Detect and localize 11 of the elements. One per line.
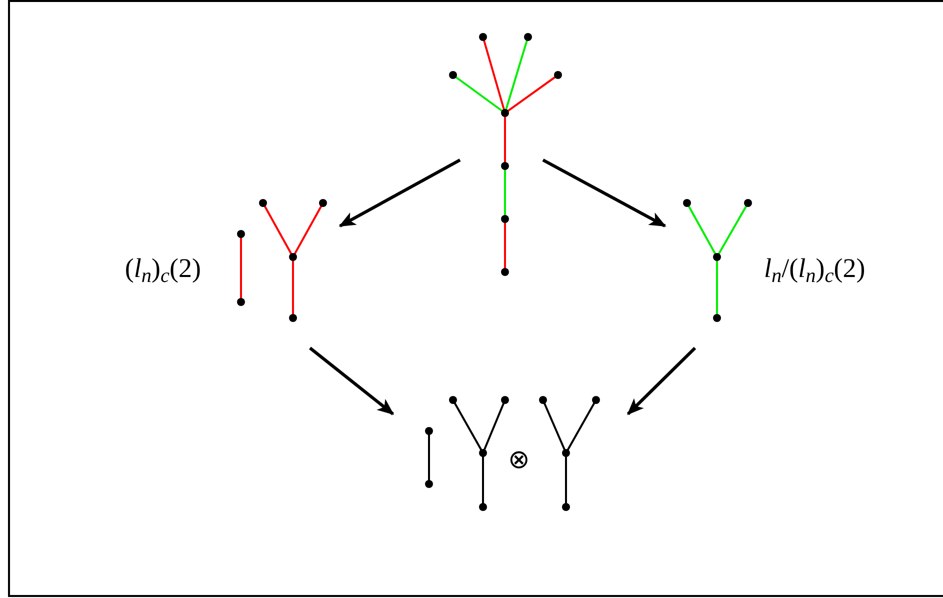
arrow bbox=[626, 346, 696, 416]
tree-drawing bbox=[681, 197, 754, 324]
tensor-product-symbol: ⊗ bbox=[508, 447, 530, 473]
arrow bbox=[338, 158, 461, 228]
arrow bbox=[542, 158, 666, 228]
formula-label: l$_{n}$/(l$_{n}$)$_{c}$(2) bbox=[764, 255, 866, 282]
tree-drawing bbox=[235, 197, 329, 324]
formula-label: (l$_{n}$)$_{c}$(2) bbox=[124, 255, 201, 282]
tree-drawing bbox=[423, 394, 602, 513]
tree-drawing bbox=[448, 32, 564, 278]
arrow bbox=[309, 346, 394, 416]
